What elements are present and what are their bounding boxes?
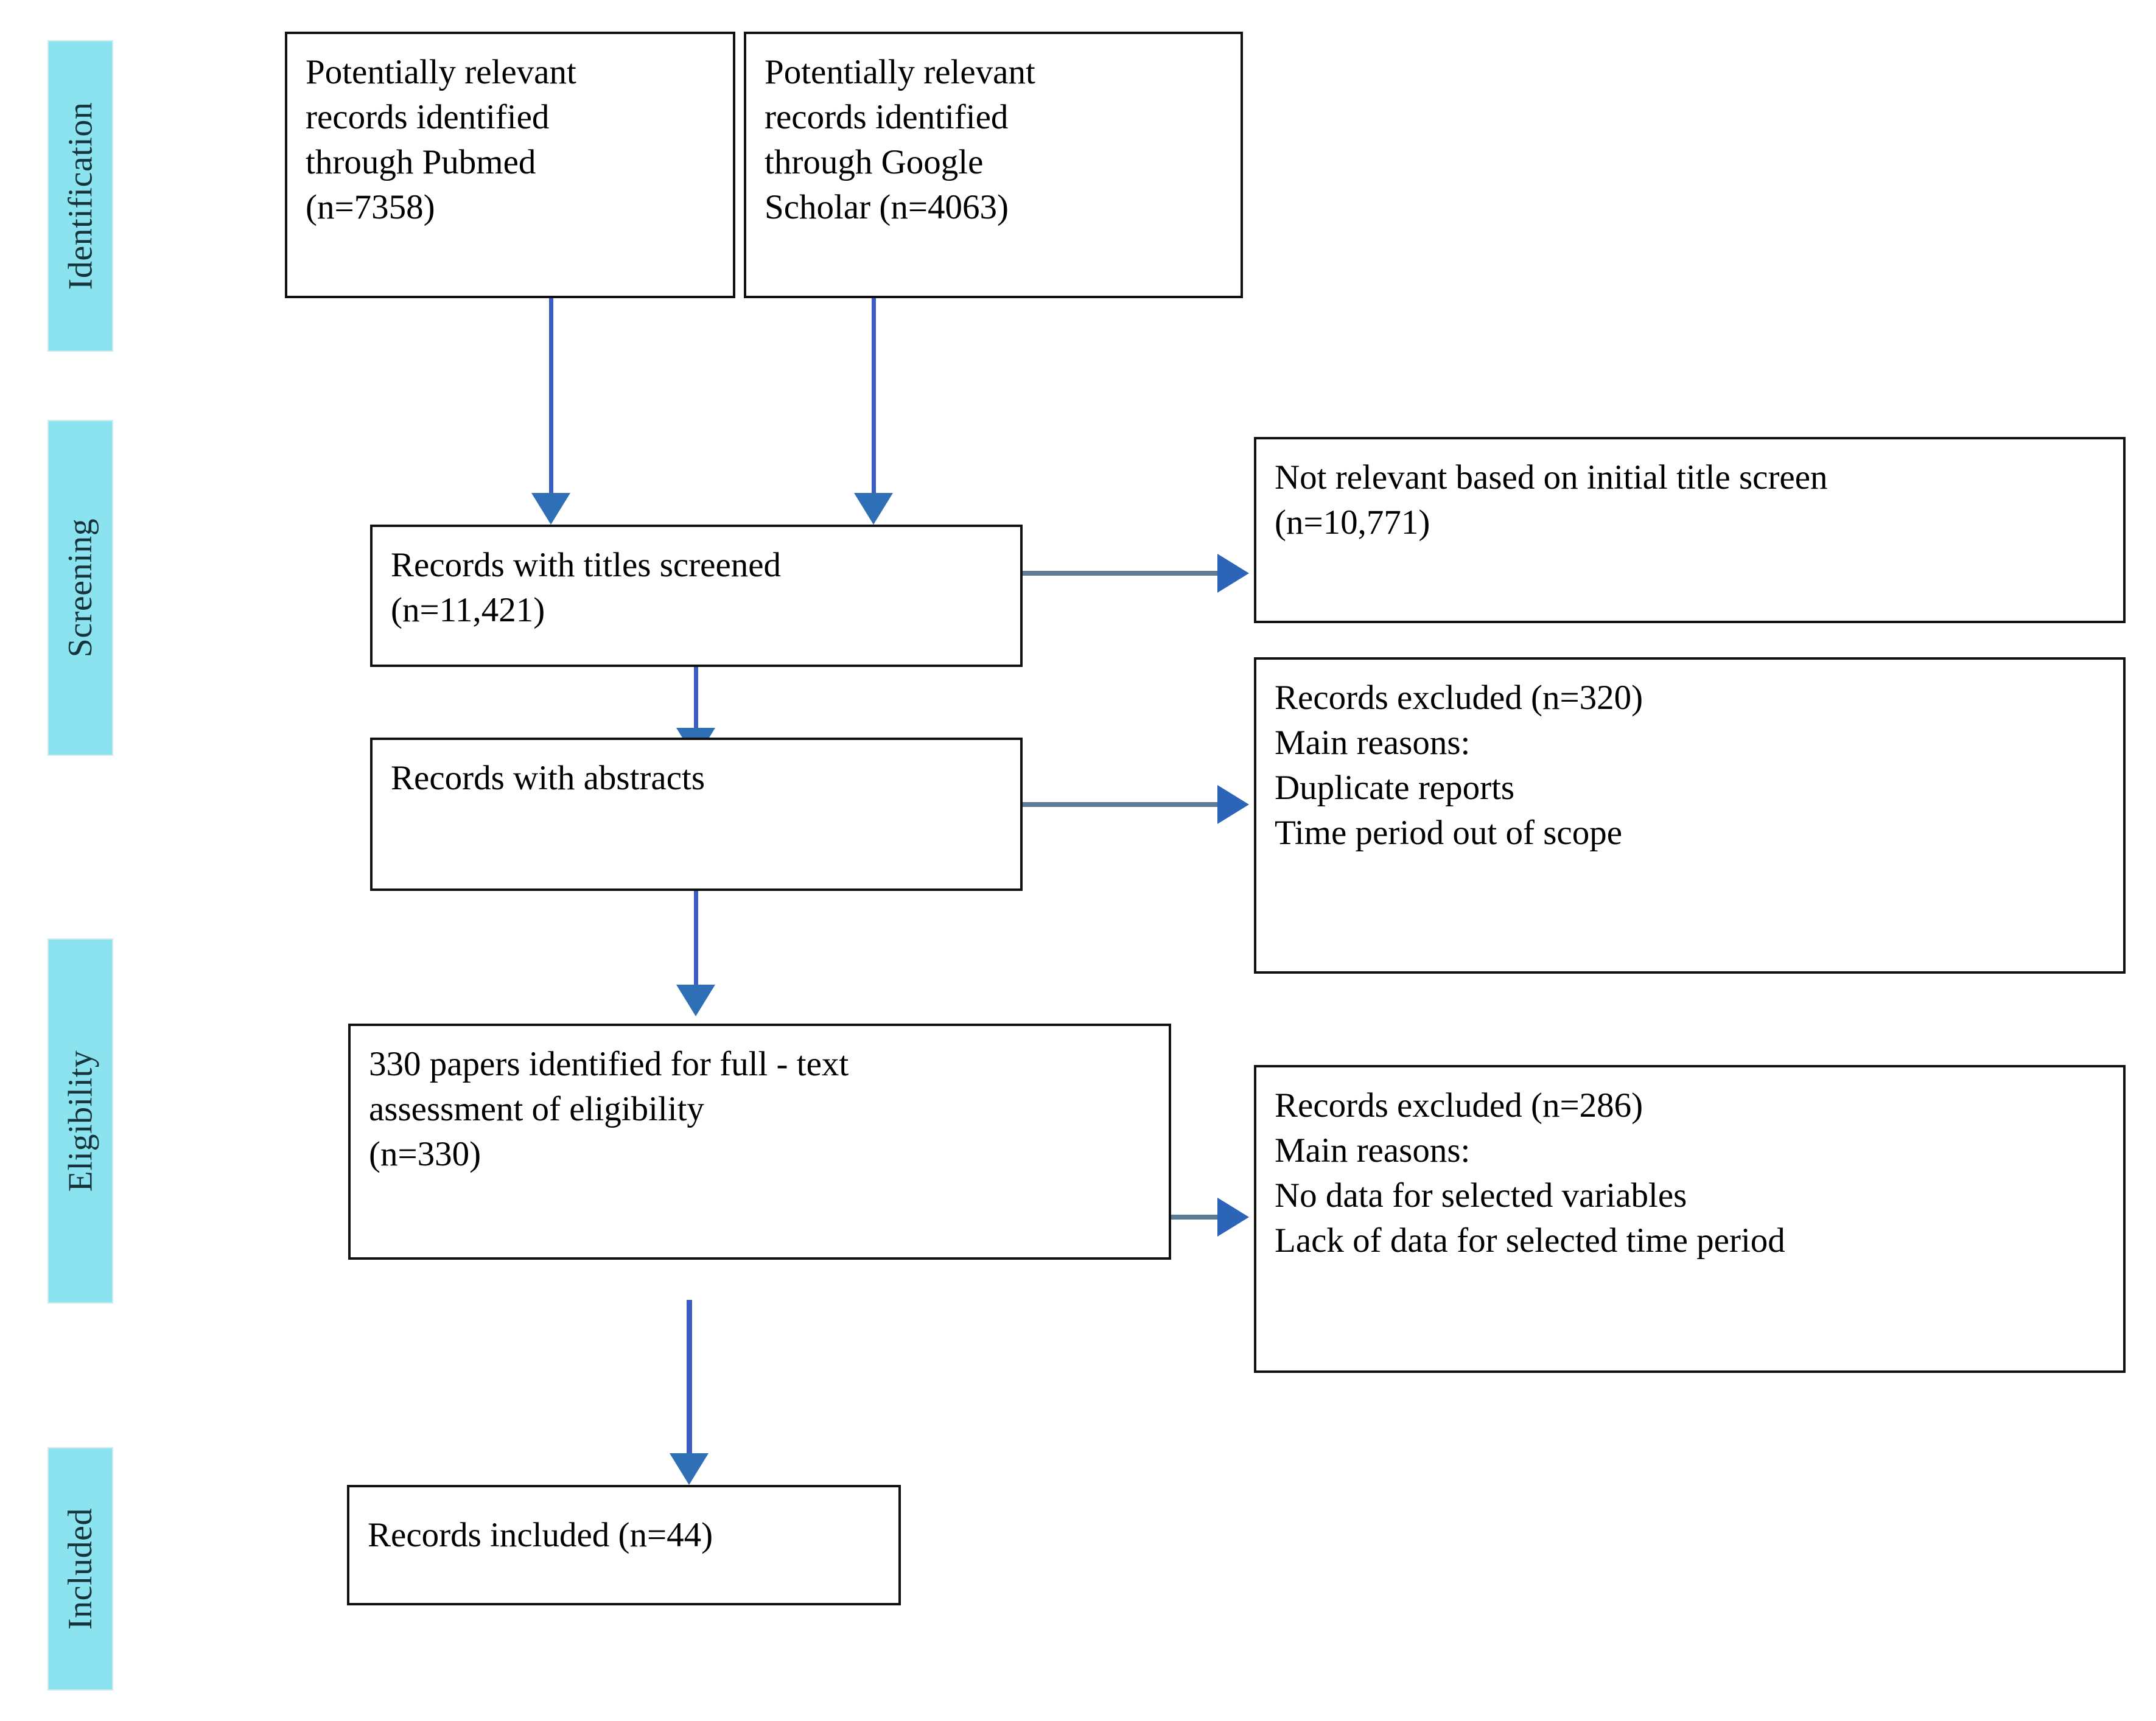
box-records-excluded-320-heading: Records excluded (n=320) bbox=[1275, 679, 1643, 717]
connector-abstracts-to-full-text bbox=[694, 891, 698, 990]
box-records-excluded-320-reasons-label: Main reasons: bbox=[1275, 724, 1471, 763]
box-records-excluded-320: Records excluded (n=320) Main reasons: D… bbox=[1254, 657, 2126, 974]
stage-label-eligibility-text: Eligibility bbox=[61, 1050, 99, 1192]
box-records-excluded-286-reason-2: Lack of data for selected time period bbox=[1275, 1221, 1785, 1260]
box-titles-screened-text: Records with titles screened (n=11,421) bbox=[391, 546, 782, 630]
box-records-included-text: Records included (n=44) bbox=[368, 1516, 713, 1554]
box-full-text-assessment: 330 papers identified for full - text as… bbox=[348, 1024, 1171, 1260]
connector-full-text-to-included-arrowhead bbox=[670, 1453, 709, 1485]
box-full-text-assessment-text: 330 papers identified for full - text as… bbox=[369, 1045, 849, 1174]
box-records-with-abstracts: Records with abstracts bbox=[370, 738, 1023, 891]
box-records-included: Records included (n=44) bbox=[347, 1485, 901, 1605]
stage-label-included-text: Included bbox=[61, 1508, 100, 1630]
connector-scholar-to-titles bbox=[872, 298, 876, 499]
connector-titles-to-abstracts bbox=[694, 667, 698, 734]
box-pubmed-records-text: Potentially relevant records identified … bbox=[306, 53, 576, 227]
connector-full-text-to-included bbox=[687, 1300, 692, 1463]
box-pubmed-records: Potentially relevant records identified … bbox=[285, 32, 735, 298]
connector-full-text-to-excluded-286-arrowhead bbox=[1217, 1198, 1249, 1237]
box-records-with-abstracts-text: Records with abstracts bbox=[391, 759, 705, 797]
connector-pubmed-to-titles-arrowhead bbox=[531, 493, 570, 525]
stage-label-eligibility: Eligibility bbox=[47, 938, 113, 1304]
box-records-excluded-286-reason-1: No data for selected variables bbox=[1275, 1176, 1687, 1215]
box-records-excluded-286-reasons-label: Main reasons: bbox=[1275, 1131, 1471, 1170]
stage-label-identification-text: Identification bbox=[61, 102, 99, 290]
box-records-excluded-286-heading: Records excluded (n=286) bbox=[1275, 1086, 1643, 1125]
stage-label-included: Included bbox=[47, 1447, 113, 1691]
connector-abstracts-to-excluded-320 bbox=[1023, 802, 1222, 807]
stage-label-screening-text: Screening bbox=[61, 518, 100, 658]
box-google-scholar-records-text: Potentially relevant records identified … bbox=[765, 53, 1035, 227]
connector-full-text-to-excluded-286 bbox=[1171, 1215, 1222, 1220]
connector-pubmed-to-titles bbox=[549, 298, 553, 499]
box-records-excluded-320-reason-1: Duplicate reports bbox=[1275, 769, 1515, 808]
box-not-relevant-title-screen-text: Not relevant based on initial title scre… bbox=[1275, 458, 1828, 542]
stage-label-identification: Identification bbox=[47, 40, 113, 352]
box-titles-screened: Records with titles screened (n=11,421) bbox=[370, 525, 1023, 667]
box-google-scholar-records: Potentially relevant records identified … bbox=[744, 32, 1243, 298]
box-records-excluded-320-reason-2: Time period out of scope bbox=[1275, 814, 1623, 853]
connector-titles-to-not-relevant bbox=[1023, 571, 1222, 576]
box-not-relevant-title-screen: Not relevant based on initial title scre… bbox=[1254, 437, 2126, 623]
connector-scholar-to-titles-arrowhead bbox=[854, 493, 893, 525]
connector-abstracts-to-excluded-320-arrowhead bbox=[1217, 785, 1249, 824]
box-records-excluded-286: Records excluded (n=286) Main reasons: N… bbox=[1254, 1065, 2126, 1373]
stage-label-screening: Screening bbox=[47, 420, 113, 756]
connector-abstracts-to-full-text-arrowhead bbox=[676, 985, 715, 1016]
connector-titles-to-not-relevant-arrowhead bbox=[1217, 554, 1249, 593]
